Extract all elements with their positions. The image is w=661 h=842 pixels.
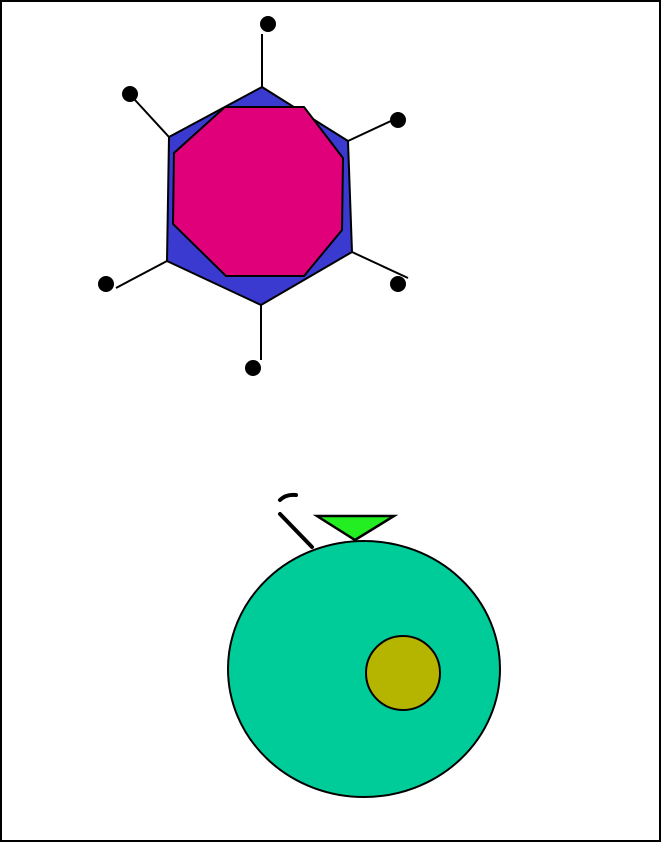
spike-tip-bottom-right <box>390 276 406 292</box>
cell-body <box>228 541 500 797</box>
spike-tip-top-left <box>122 86 138 102</box>
spike-tip-bottom <box>245 360 261 376</box>
spike-tip-top <box>260 16 276 32</box>
spike-tip-top-right <box>390 112 406 128</box>
spike-tip-bottom-left <box>98 276 114 292</box>
cell-nucleus <box>366 636 440 710</box>
